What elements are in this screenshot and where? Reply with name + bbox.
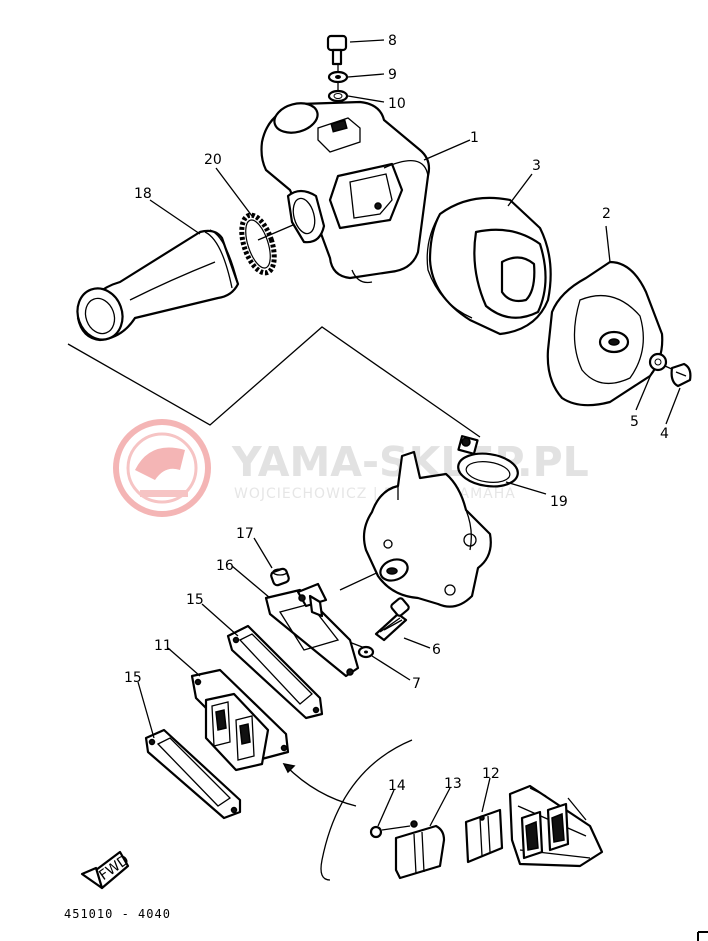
callout-10: 10 [388, 96, 406, 112]
callout-11: 11 [154, 638, 172, 654]
callout-labels: 8 9 10 1 3 2 20 18 5 4 19 17 16 15 11 15… [124, 33, 669, 794]
manifold-part-16 [264, 582, 360, 678]
reed-petal-part-12 [464, 808, 504, 864]
callout-leaders [137, 39, 681, 827]
corner-mark [697, 931, 708, 941]
callout-6: 6 [432, 642, 441, 658]
reed-stopper-part-13 [394, 824, 446, 880]
callout-5: 5 [630, 414, 639, 430]
callout-18: 18 [134, 186, 152, 202]
callout-1: 1 [470, 130, 479, 146]
air-filter-element-part-3 [426, 196, 552, 336]
callout-15-upper: 15 [186, 592, 204, 608]
washer-part-5 [648, 352, 668, 372]
forward-direction-arrow: FWD [80, 850, 132, 890]
gasket-part-15-lower [144, 728, 242, 820]
diagram-code: 451010 - 4040 [64, 907, 171, 921]
watermark-logo-icon [113, 419, 211, 517]
screw-part-14 [369, 820, 418, 839]
intake-duct-part-18 [76, 229, 240, 342]
screw-part-4 [670, 362, 692, 388]
hose-clamp-part-19 [457, 435, 519, 488]
callout-7: 7 [412, 676, 421, 692]
air-box-case-part-1 [260, 100, 431, 284]
gasket-part-15-upper [226, 624, 324, 720]
washer-part-10 [327, 89, 349, 103]
callout-8: 8 [388, 33, 397, 49]
crankcase-outline [362, 450, 492, 608]
bolt-part-6 [374, 597, 410, 642]
callout-15-lower: 15 [124, 670, 142, 686]
watermark: YAMA-SKLEP.PL WOJCIECHOWICZ | DEALER YAM… [113, 419, 589, 517]
hose-clamp-part-20 [239, 212, 277, 276]
callout-16: 16 [216, 558, 234, 574]
grommet-part-17 [270, 567, 290, 587]
reed-valve-body [508, 784, 604, 868]
callout-4: 4 [660, 426, 669, 442]
air-box-cover-part-2 [546, 260, 664, 407]
callout-17: 17 [236, 526, 254, 542]
washer-part-7 [357, 645, 375, 659]
callout-12: 12 [482, 766, 500, 782]
bolt-part-8 [326, 34, 348, 66]
callout-9: 9 [388, 67, 397, 83]
callout-20: 20 [204, 152, 222, 168]
callout-14: 14 [388, 778, 406, 794]
washer-part-9 [327, 70, 349, 84]
reed-valve-assembly-part-11 [190, 668, 290, 772]
detail-bracket [282, 739, 413, 881]
watermark-tagline: WOJCIECHOWICZ | DEALER YAMAHA [234, 486, 516, 502]
callout-19: 19 [550, 494, 568, 510]
callout-3: 3 [532, 158, 541, 174]
callout-2: 2 [602, 206, 611, 222]
callout-13: 13 [444, 776, 462, 792]
